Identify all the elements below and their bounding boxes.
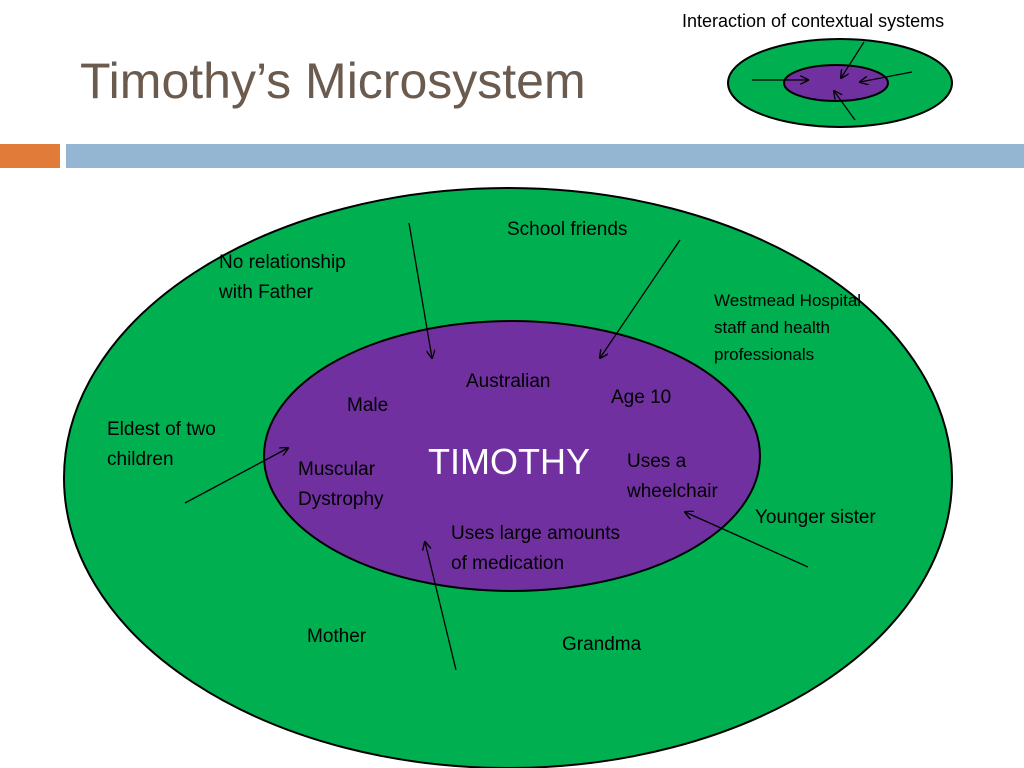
label-age: Age 10 bbox=[611, 387, 672, 408]
inset-arrow-right bbox=[860, 71, 913, 82]
inset-diagram bbox=[727, 38, 953, 128]
header-bar-blue bbox=[66, 144, 1024, 168]
label-muscular-dystrophy: Muscular Dystrophy bbox=[298, 459, 384, 510]
arrow-father bbox=[408, 222, 432, 358]
arrow-school-friends bbox=[600, 239, 681, 358]
inset-inner-ellipse bbox=[783, 64, 889, 102]
arrow-younger-sister bbox=[685, 512, 809, 568]
label-wheelchair: Uses a wheelchair bbox=[627, 451, 718, 502]
label-eldest: Eldest of two children bbox=[107, 419, 216, 470]
label-male: Male bbox=[347, 395, 389, 416]
slide-title: Timothy’s Microsystem bbox=[80, 53, 586, 109]
label-australian: Australian bbox=[466, 371, 551, 392]
arrow-eldest bbox=[184, 448, 288, 504]
arrow-mother bbox=[425, 542, 457, 671]
header-bar-orange bbox=[0, 144, 60, 168]
inset-arrow-top bbox=[841, 41, 865, 78]
label-mother: Mother bbox=[307, 626, 367, 647]
label-medication: Uses large amounts of medication bbox=[451, 523, 620, 574]
label-grandma: Grandma bbox=[562, 634, 642, 655]
label-hospital: Westmead Hospital staff and health profe… bbox=[714, 291, 862, 364]
label-younger-sister: Younger sister bbox=[755, 507, 876, 528]
label-school-friends: School friends bbox=[507, 219, 628, 240]
inner-ellipse-timothy bbox=[263, 320, 761, 592]
inset-arrow-bottom bbox=[834, 91, 856, 121]
label-timothy: TIMOTHY bbox=[428, 441, 590, 482]
inset-caption: Interaction of contextual systems bbox=[682, 11, 945, 31]
label-father: No relationship with Father bbox=[219, 252, 346, 303]
